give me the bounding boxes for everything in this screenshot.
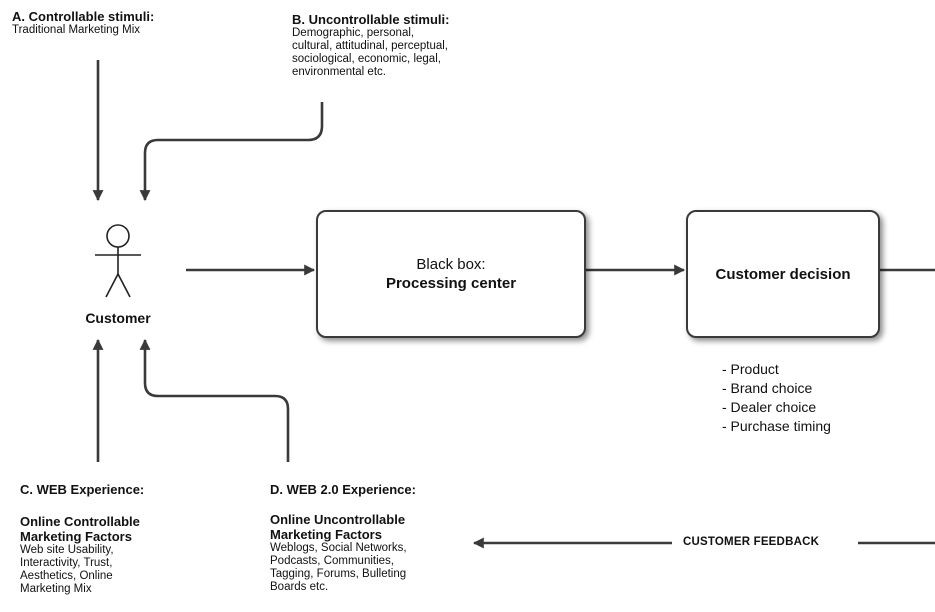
web20-experience-subheading: Marketing Factors (270, 527, 382, 542)
black-box-processing-center: Black box: Processing center (316, 210, 586, 338)
decision-list: - Product - Brand choice - Dealer choice… (722, 360, 831, 436)
web20-experience-line: Podcasts, Communities, (270, 555, 394, 567)
uncontrollable-stimuli-line: cultural, attitudinal, perceptual, (292, 40, 448, 52)
uncontrollable-stimuli-line: Demographic, personal, (292, 27, 415, 39)
controllable-stimuli-text: Traditional Marketing Mix (12, 24, 141, 36)
web20-experience-line: Weblogs, Social Networks, (270, 542, 407, 554)
web-experience-line: Marketing Mix (20, 583, 92, 595)
decision-list-item: - Brand choice (722, 380, 813, 396)
web20-experience-subheading: Online Uncontrollable (270, 512, 406, 527)
web20-experience: D. WEB 2.0 Experience: Online Uncontroll… (270, 482, 416, 594)
customer-feedback-label: CUSTOMER FEEDBACK (683, 536, 820, 548)
web20-experience-line: Boards etc. (270, 581, 329, 593)
arrow-b-to-customer (139, 102, 324, 202)
web-experience-line: Aesthetics, Online (20, 570, 113, 582)
controllable-stimuli: A. Controllable stimuli: Traditional Mar… (12, 9, 154, 37)
arrow-d-to-customer (139, 338, 290, 462)
uncontrollable-stimuli-heading: B. Uncontrollable stimuli: (292, 12, 450, 27)
uncontrollable-stimuli-line: sociological, economic, legal, (292, 53, 441, 65)
web20-experience-heading: D. WEB 2.0 Experience: (270, 482, 416, 497)
uncontrollable-stimuli: B. Uncontrollable stimuli: Demographic, … (292, 12, 449, 79)
customer-decision-label: Customer decision (715, 265, 851, 283)
uncontrollable-stimuli-line: environmental etc. (292, 66, 386, 78)
web-experience-line: Interactivity, Trust, (20, 557, 113, 569)
decision-list-item: - Purchase timing (722, 418, 831, 434)
black-box-title: Black box: (416, 256, 486, 273)
processing-center-label: Processing center (385, 275, 517, 292)
web-experience-line: Web site Usability, (20, 544, 114, 556)
decision-list-item: - Product (722, 361, 779, 377)
web-experience: C. WEB Experience: Online Controllable M… (20, 482, 144, 596)
customer-decision-box: Customer decision (686, 210, 880, 338)
web-experience-subheading: Marketing Factors (20, 529, 132, 544)
web-experience-subheading: Online Controllable (20, 514, 140, 529)
web-experience-heading: C. WEB Experience: (20, 482, 145, 497)
customer-label: Customer (85, 310, 151, 326)
decision-list-item: - Dealer choice (722, 399, 817, 415)
controllable-stimuli-heading: A. Controllable stimuli: (12, 9, 155, 24)
web20-experience-line: Tagging, Forums, Bulleting (270, 568, 407, 580)
customer-stick-figure-icon (95, 224, 141, 298)
